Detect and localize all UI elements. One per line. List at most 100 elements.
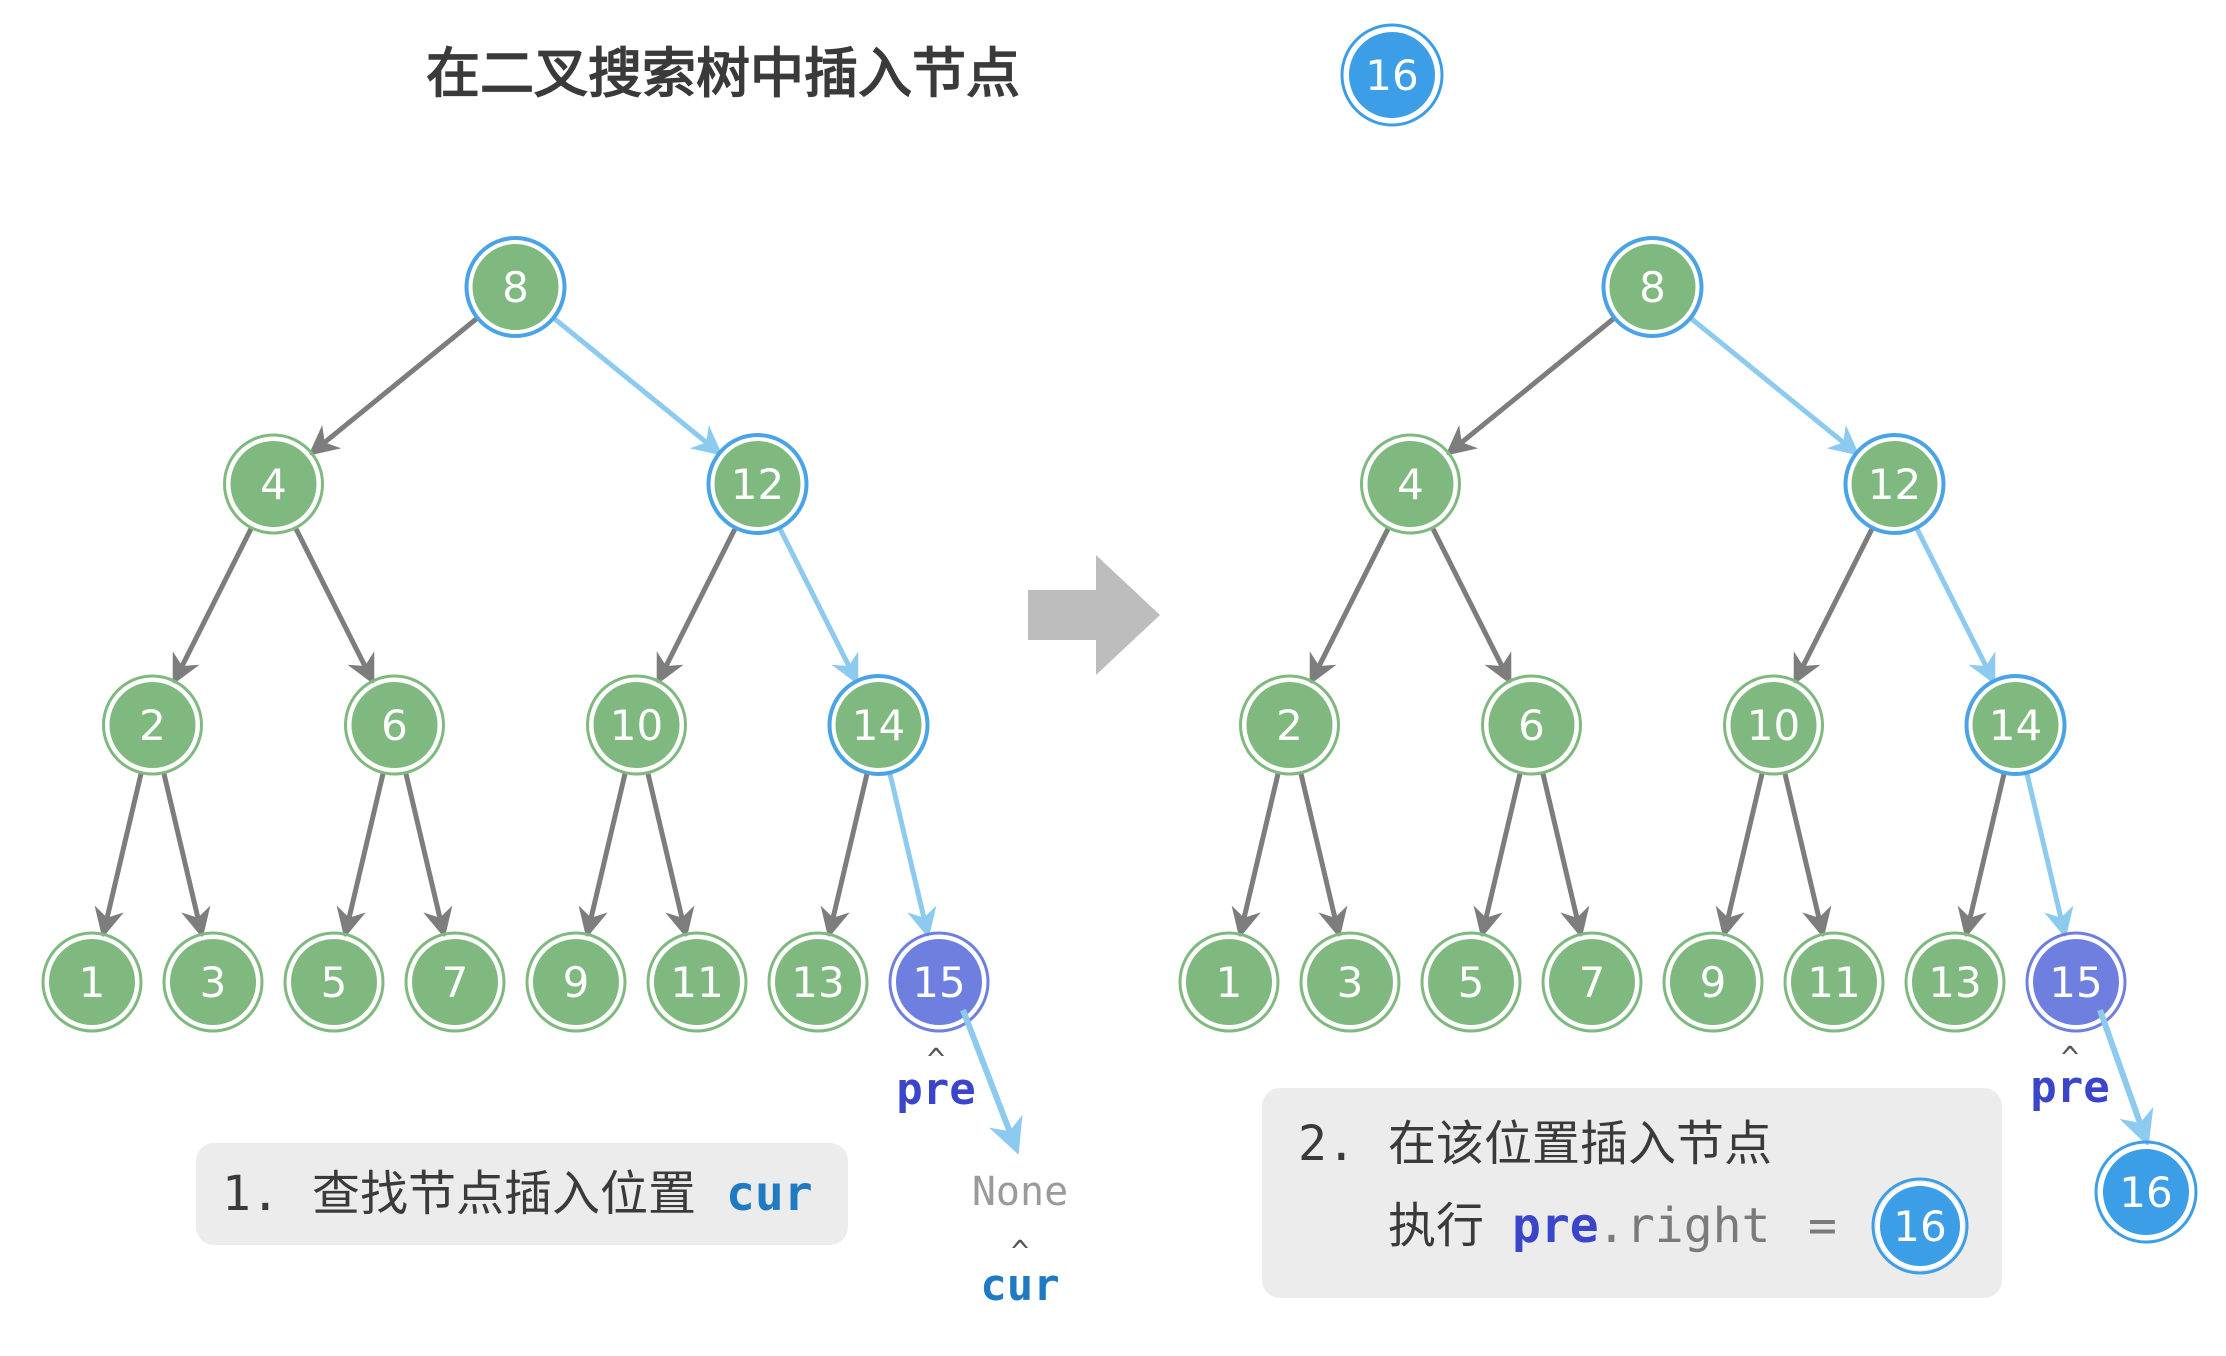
left-node-label: 1 (79, 958, 106, 1007)
right-edge-4-6 (1430, 526, 1512, 685)
left-node-label: 8 (502, 263, 529, 312)
right-extras: ^ pre 16 2. 在该位置插入节点 执行 pre .right = 16 (1262, 1008, 2198, 1298)
right-node-13: 13 (1904, 931, 2006, 1033)
right-node-15: 15 (2025, 931, 2127, 1033)
right-caption-code-attr: .right (1597, 1198, 1770, 1254)
right-edge-4-2 (1309, 526, 1391, 685)
left-pre-caret: ^ (927, 1043, 945, 1078)
right-node-11: 11 (1783, 931, 1885, 1033)
right-node-label: 13 (1928, 958, 1981, 1007)
left-node-12: 12 (706, 433, 809, 535)
left-node-label: 6 (381, 701, 408, 750)
right-node-label: 3 (1337, 958, 1364, 1007)
left-node-label: 11 (670, 958, 723, 1007)
right-caption-value-node: 16 (1871, 1177, 1969, 1275)
none-label: None (972, 1169, 1068, 1215)
left-cur-label: cur (980, 1260, 1059, 1311)
left-node-label: 5 (321, 958, 348, 1007)
right-edge-8-12 (1688, 315, 1860, 456)
left-cur-edge (960, 1008, 1023, 1155)
left-edge-2-3 (161, 772, 211, 939)
left-node-15: 15 (888, 931, 990, 1033)
right-node-8: 8 (1601, 236, 1704, 338)
right-node-label: 12 (1868, 460, 1921, 509)
left-node-label: 15 (912, 958, 965, 1007)
right-edge-10-11 (1782, 772, 1832, 939)
right-pre-label: pre (2030, 1062, 2109, 1113)
right-node-label: 6 (1518, 701, 1545, 750)
right-caption-code-var: pre (1512, 1198, 1599, 1254)
right-edge-14-15 (2024, 772, 2074, 939)
right-edge-12-10 (1793, 526, 1875, 685)
left-node-2: 2 (102, 674, 203, 776)
left-node-4: 4 (223, 433, 324, 535)
left-node-label: 7 (442, 958, 469, 1007)
right-node-4: 4 (1360, 433, 1461, 535)
left-node-label: 12 (731, 460, 784, 509)
left-caption-var: cur (726, 1166, 813, 1222)
right-node-label: 1 (1216, 958, 1243, 1007)
left-node-label: 10 (610, 701, 663, 750)
left-edge-12-10 (656, 526, 738, 685)
left-edge-14-13 (820, 772, 870, 939)
left-edge-10-11 (645, 772, 695, 939)
right-caption-num: 2. (1298, 1116, 1356, 1172)
left-caption-box (196, 1143, 848, 1245)
right-node-label: 8 (1639, 263, 1666, 312)
left-node-label: 13 (791, 958, 844, 1007)
right-caption-line2-prefix: 执行 (1388, 1198, 1484, 1254)
right-edge-2-1 (1231, 772, 1281, 939)
left-pre-label: pre (896, 1064, 975, 1115)
right-node-3: 3 (1299, 931, 1401, 1033)
title-insert-value: 16 (1365, 51, 1418, 100)
left-node-label: 2 (139, 701, 166, 750)
right-node-6: 6 (1481, 674, 1582, 776)
left-edge-6-7 (403, 772, 453, 939)
right-node-9: 9 (1662, 931, 1764, 1033)
left-node-1: 1 (41, 931, 143, 1033)
left-node-label: 3 (200, 958, 227, 1007)
right-edge-2-3 (1298, 772, 1348, 939)
right-caption-code-eq: = (1808, 1198, 1837, 1254)
right-new-node-value: 16 (2119, 1168, 2172, 1217)
left-node-9: 9 (525, 931, 627, 1033)
left-node-10: 10 (586, 674, 687, 776)
left-edge-6-5 (336, 772, 386, 939)
right-node-2: 2 (1239, 674, 1340, 776)
left-edge-14-15 (887, 772, 937, 939)
left-node-8: 8 (464, 236, 567, 338)
left-caption-text: 查找节点插入位置 (312, 1166, 696, 1222)
right-new-edge (2097, 1008, 2154, 1147)
right-node-label: 4 (1397, 460, 1424, 509)
left-edge-8-4 (308, 315, 480, 456)
left-node-label: 14 (852, 701, 905, 750)
right-edge-12-14 (1914, 526, 1996, 685)
right-node-5: 5 (1420, 931, 1522, 1033)
right-node-10: 10 (1723, 674, 1824, 776)
left-node-3: 3 (162, 931, 264, 1033)
left-node-label: 9 (563, 958, 590, 1007)
right-edge-10-9 (1715, 772, 1765, 939)
left-node-5: 5 (283, 931, 385, 1033)
left-cur-caret: ^ (1011, 1235, 1029, 1270)
left-edge-2-1 (94, 772, 144, 939)
right-node-label: 7 (1579, 958, 1606, 1007)
left-node-label: 4 (260, 460, 287, 509)
right-node-label: 14 (1989, 701, 2042, 750)
title-insert-node: 16 (1340, 23, 1444, 127)
left-node-7: 7 (404, 931, 506, 1033)
right-caption-box (1262, 1088, 2002, 1298)
right-edge-6-7 (1540, 772, 1590, 939)
right-node-label: 5 (1458, 958, 1485, 1007)
right-new-node: 16 (2094, 1140, 2198, 1244)
left-node-14: 14 (827, 674, 930, 776)
right-node-7: 7 (1541, 931, 1643, 1033)
left-edge-8-12 (551, 315, 723, 456)
right-node-label: 15 (2049, 958, 2102, 1007)
right-node-label: 2 (1276, 701, 1303, 750)
left-caption-num: 1. (222, 1166, 280, 1222)
left-node-6: 6 (344, 674, 445, 776)
